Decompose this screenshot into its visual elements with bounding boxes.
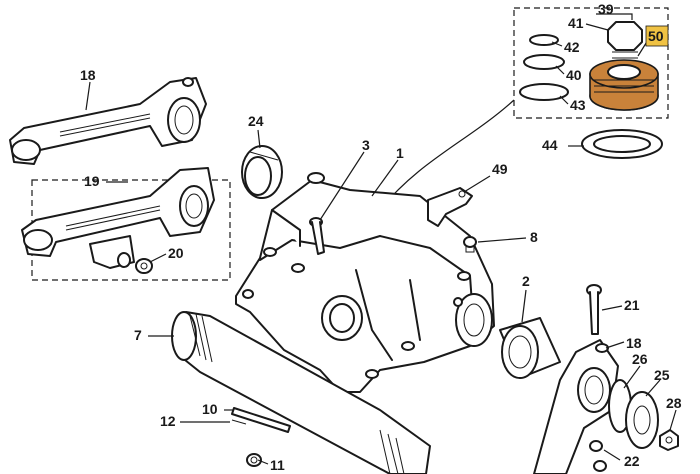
leader-21 [601,305,623,311]
callout-12: 12 [160,413,176,429]
callout-43: 43 [570,97,586,113]
part-12-pin [231,419,247,425]
group-box-39 [513,7,669,119]
callout-2: 2 [522,273,530,289]
callout-50: 50 [648,28,664,44]
callout-44: 44 [542,137,558,153]
part-50-adjuster-highlighted [589,59,659,111]
part-20-nut [135,258,153,274]
leader-42 [551,41,563,47]
part-7-sector-shaft [171,311,431,474]
leader-49 [463,175,491,193]
part-49-bracket [427,187,473,227]
leader-39 [596,13,633,20]
leader-24 [257,129,261,149]
leader-25 [645,379,661,397]
leader-11 [257,459,269,465]
leader-26 [623,365,641,389]
part-42-oring [529,34,559,46]
callout-18-lower: 18 [626,335,642,351]
leader-18b [605,341,625,349]
leader-41 [585,23,609,31]
callout-26: 26 [632,351,648,367]
leader-2 [521,289,527,323]
callout-3: 3 [362,137,370,153]
leader-3 [319,151,365,221]
callout-7: 7 [134,327,142,343]
callout-28: 28 [666,395,682,411]
part-3-bolt [309,217,325,255]
callout-1: 1 [396,145,404,161]
part-10-key [231,407,291,433]
callout-40: 40 [566,67,582,83]
part-18-drop-arm [533,339,619,474]
callout-39: 39 [598,1,614,17]
part-44-gasket [581,129,663,159]
part-2-bushing [499,317,561,379]
callout-25: 25 [654,367,670,383]
part-40-oring [523,54,565,70]
callout-41: 41 [568,15,584,31]
leader-1 [371,159,399,197]
part-24-seal [241,145,283,199]
callout-11: 11 [270,457,285,473]
leader-18a [85,81,91,111]
callout-10: 10 [202,401,218,417]
part-1-gearbox-body [235,172,495,393]
callout-42: 42 [564,39,580,55]
callout-18-top: 18 [80,67,96,83]
leader-40 [555,65,565,75]
callout-19: 19 [84,173,100,189]
part-43-oring [519,83,569,101]
part-41-plug-bolt [607,21,643,65]
part-11-nut [246,453,262,467]
leader-28 [669,409,677,431]
part-21-bolt [586,284,602,335]
callout-20: 20 [168,245,184,261]
part-22-nuts [589,440,607,472]
callout-49: 49 [492,161,508,177]
leader-43 [559,95,569,105]
leader-8 [477,237,527,243]
part-25-cover [625,391,659,449]
callout-24: 24 [248,113,264,129]
callout-8: 8 [530,229,538,245]
part-19-arm-assembly [21,167,215,269]
callout-21: 21 [624,297,640,313]
leader-22 [603,449,621,461]
part-28-nut [659,429,679,451]
callout-22: 22 [624,453,640,469]
callout-50-highlight [645,25,669,47]
part-18-steering-arm [9,77,207,165]
part-8-screw [463,236,477,253]
leader-20 [149,253,167,263]
